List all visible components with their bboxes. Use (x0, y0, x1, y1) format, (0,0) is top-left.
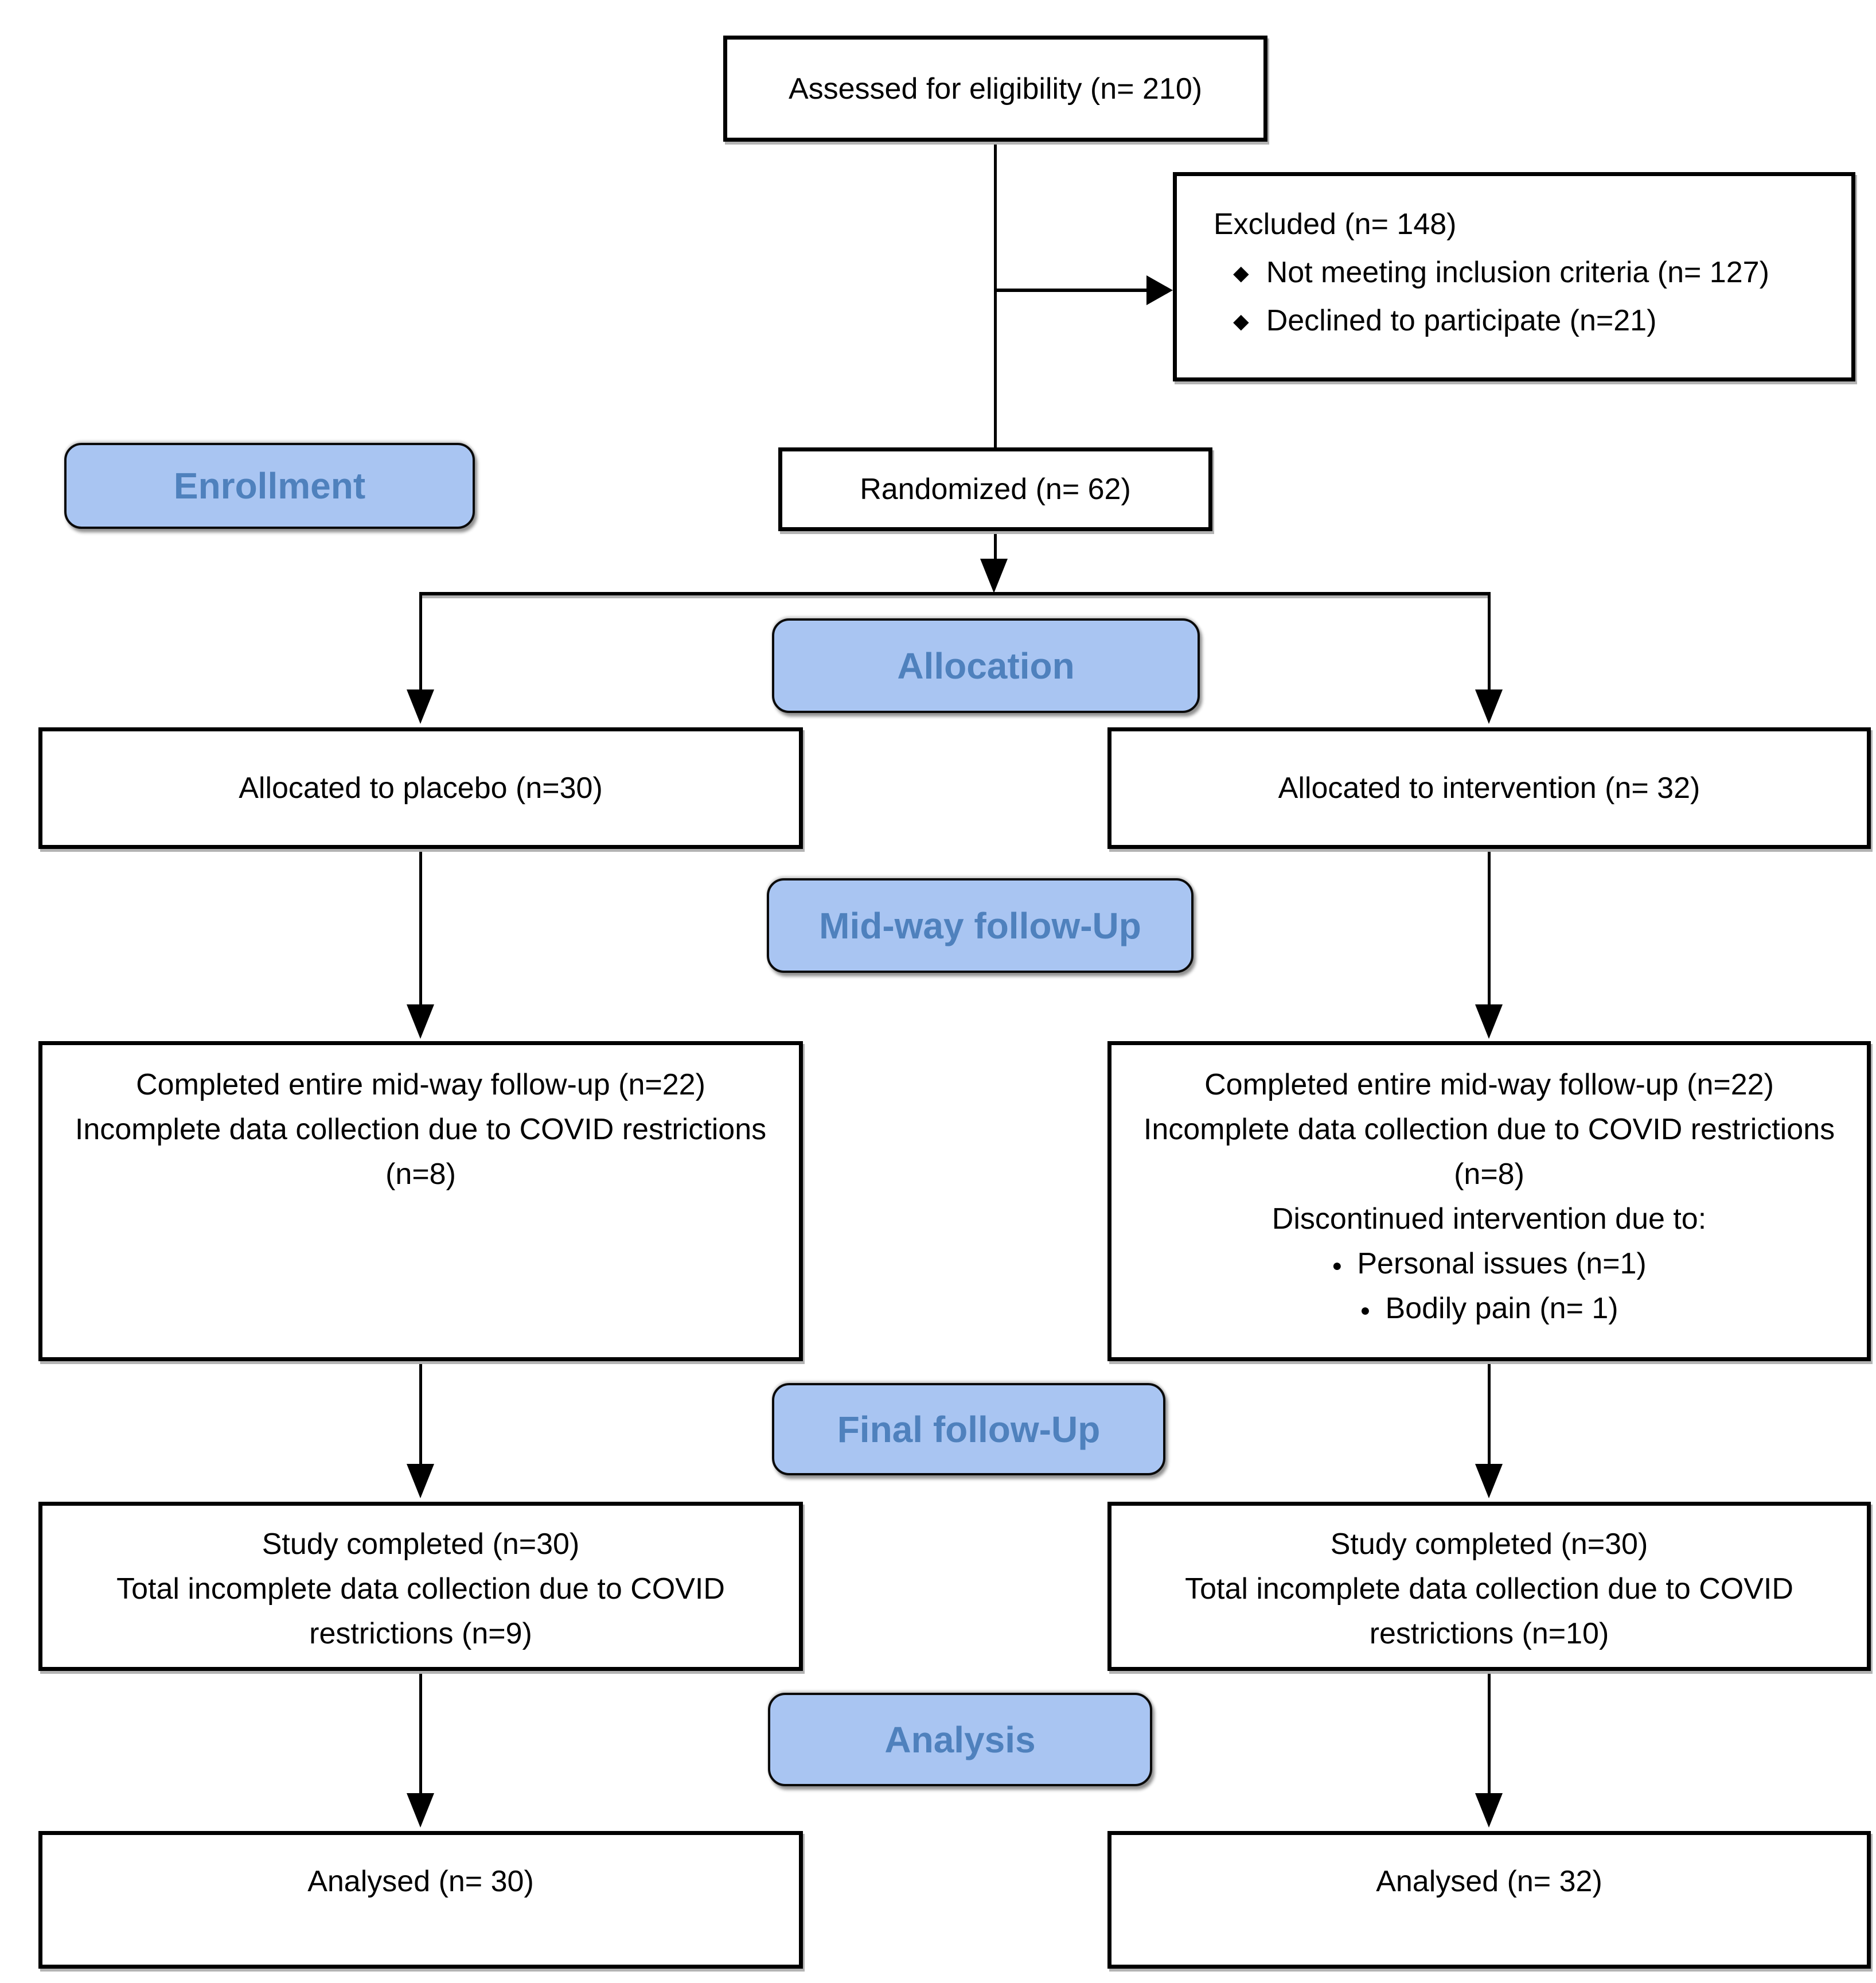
midway-intervention-bullet: ● Bodily pain (n= 1) (1360, 1286, 1618, 1331)
stage-final-follow-up: Final follow-Up (772, 1383, 1165, 1475)
midway-placebo-box: Completed entire mid-way follow-up (n=22… (38, 1041, 803, 1361)
midway-intervention-bullet-label: Bodily pain (n= 1) (1385, 1292, 1618, 1325)
midway-intervention-bullet-label: Personal issues (n=1) (1357, 1247, 1647, 1280)
diamond-bullet-icon: ◆ (1233, 309, 1249, 333)
study-placebo-line: Total incomplete data collection due to … (116, 1572, 725, 1606)
analysed-placebo-box: Analysed (n= 30) (38, 1831, 803, 1969)
excluded-bullet: ◆ Not meeting inclusion criteria (n= 127… (1233, 248, 1769, 297)
midway-placebo-line: Completed entire mid-way follow-up (n=22… (136, 1068, 705, 1101)
stage-analysis-label: Analysis (884, 1719, 1036, 1760)
connector-split-to-placebo (419, 594, 422, 689)
midway-intervention-bullet: ● Personal issues (n=1) (1332, 1241, 1646, 1286)
connector-split-bar (419, 592, 1491, 595)
analysed-intervention-label: Analysed (n= 32) (1376, 1865, 1602, 1898)
midway-intervention-line: Discontinued intervention due to: (1272, 1202, 1707, 1236)
excluded-bullet-label: Declined to participate (n=21) (1266, 304, 1657, 338)
connector-intervention-alloc-to-midway (1488, 849, 1491, 1004)
stage-final-label: Final follow-Up (837, 1408, 1101, 1450)
excluded-bullet-label: Not meeting inclusion criteria (n= 127) (1266, 256, 1769, 290)
dot-bullet-icon: ● (1360, 1301, 1371, 1320)
stage-midway-follow-up: Mid-way follow-Up (767, 878, 1194, 973)
excluded-title: Excluded (n= 148) (1214, 208, 1457, 241)
allocated-placebo-label: Allocated to placebo (n=30) (239, 772, 603, 805)
randomized-box: Randomized (n= 62) (778, 447, 1212, 531)
arrowhead-intervention-alloc-icon (1475, 689, 1503, 724)
connector-placebo-study-to-analysed (419, 1671, 422, 1793)
arrowhead-intervention-midway-icon (1475, 1004, 1503, 1039)
connector-placebo-alloc-to-midway (419, 849, 422, 1004)
analysed-intervention-box: Analysed (n= 32) (1107, 1831, 1871, 1969)
study-completed-placebo-box: Study completed (n=30) Total incomplete … (38, 1502, 803, 1671)
midway-intervention-line: Completed entire mid-way follow-up (n=22… (1204, 1068, 1774, 1101)
arrowhead-placebo-study-icon (407, 1464, 434, 1498)
excluded-bullet: ◆ Declined to participate (n=21) (1233, 297, 1656, 345)
study-placebo-line: restrictions (n=9) (309, 1617, 532, 1650)
connector-to-excluded (995, 289, 1149, 292)
midway-placebo-line: Incomplete data collection due to COVID … (75, 1113, 767, 1146)
arrowhead-placebo-midway-icon (407, 1004, 434, 1039)
midway-intervention-line: (n=8) (1454, 1158, 1524, 1191)
dot-bullet-icon: ● (1332, 1256, 1343, 1275)
stage-allocation: Allocation (772, 618, 1200, 713)
excluded-box: Excluded (n= 148) ◆ Not meeting inclusio… (1173, 172, 1855, 381)
connector-placebo-midway-to-study (419, 1361, 422, 1464)
arrowhead-intervention-analysed-icon (1475, 1793, 1503, 1828)
midway-placebo-line: (n=8) (385, 1158, 456, 1191)
allocated-intervention-box: Allocated to intervention (n= 32) (1107, 727, 1871, 849)
stage-allocation-label: Allocation (897, 645, 1075, 687)
midway-intervention-line: Incomplete data collection due to COVID … (1143, 1113, 1835, 1146)
study-intervention-line: Study completed (n=30) (1330, 1528, 1648, 1561)
analysed-placebo-label: Analysed (n= 30) (307, 1865, 534, 1898)
stage-enrollment: Enrollment (64, 443, 475, 529)
connector-intervention-study-to-analysed (1488, 1671, 1491, 1793)
arrowhead-intervention-study-icon (1475, 1464, 1503, 1498)
connector-split-to-intervention (1488, 594, 1491, 689)
stage-analysis: Analysis (768, 1693, 1152, 1786)
study-completed-intervention-box: Study completed (n=30) Total incomplete … (1107, 1502, 1871, 1671)
study-intervention-line: restrictions (n=10) (1369, 1617, 1609, 1650)
arrowhead-placebo-analysed-icon (407, 1793, 434, 1828)
connector-randomized-to-split (994, 531, 997, 560)
connector-assessed-to-randomized (994, 142, 997, 447)
stage-enrollment-label: Enrollment (173, 465, 366, 507)
allocated-intervention-label: Allocated to intervention (n= 32) (1278, 772, 1701, 805)
randomized-label: Randomized (n= 62) (860, 473, 1131, 506)
assessed-box: Assessed for eligibility (n= 210) (723, 36, 1267, 142)
allocated-placebo-box: Allocated to placebo (n=30) (38, 727, 803, 849)
stage-midway-label: Mid-way follow-Up (819, 905, 1141, 946)
connector-intervention-midway-to-study (1488, 1361, 1491, 1464)
study-placebo-line: Study completed (n=30) (262, 1528, 580, 1561)
diamond-bullet-icon: ◆ (1233, 261, 1249, 285)
arrowhead-excluded-icon (1146, 275, 1173, 305)
arrowhead-split-icon (980, 559, 1008, 593)
midway-intervention-box: Completed entire mid-way follow-up (n=22… (1107, 1041, 1871, 1361)
assessed-label: Assessed for eligibility (n= 210) (788, 72, 1203, 106)
arrowhead-placebo-alloc-icon (407, 689, 434, 724)
study-intervention-line: Total incomplete data collection due to … (1185, 1572, 1793, 1606)
